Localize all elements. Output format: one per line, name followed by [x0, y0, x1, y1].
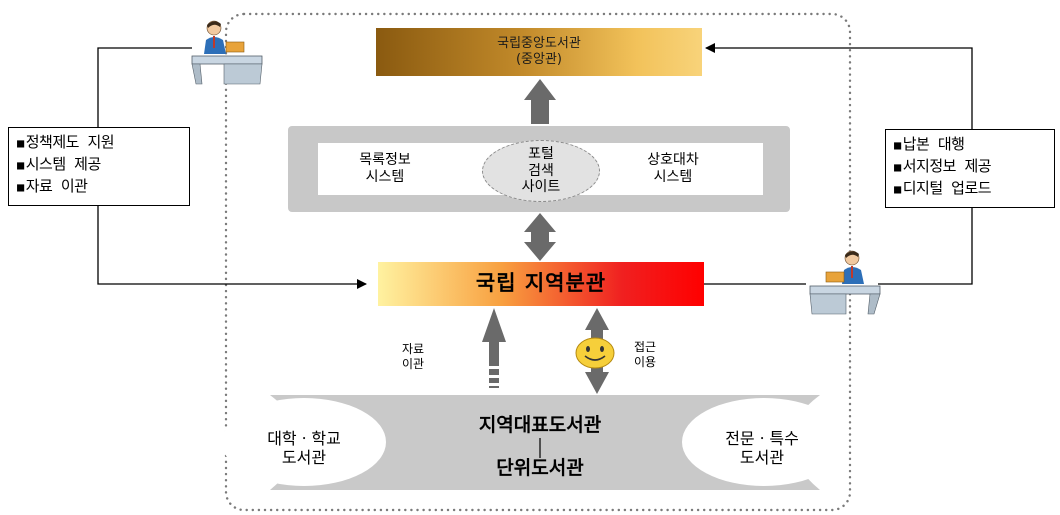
left-support-item: 자료 이관 [17, 176, 189, 198]
access-label-line2: 이용 [633, 355, 657, 369]
reading-person-icon [191, 20, 263, 85]
access-label: 접근 이용 [630, 340, 660, 370]
transfer-arrow-gap-2 [486, 375, 502, 378]
regional-branch-box: 국립 지역분관 [378, 262, 704, 306]
catalog-system-label: 목록정보 시스템 [330, 148, 440, 190]
regional-branch-label: 국립 지역분관 [475, 271, 607, 296]
left-support-item: 정책제도 지원 [17, 132, 189, 154]
catalog-system-line2: 시스템 [365, 169, 405, 185]
transfer-label: 자료 이관 [398, 342, 428, 372]
representative-library-text: 지역대표도서관 [478, 413, 602, 436]
unit-library-text: 단위도서관 [496, 456, 584, 479]
university-school-line2: 도서관 [281, 448, 327, 467]
interlibrary-loan-system-label: 상호대차 시스템 [618, 148, 728, 190]
ill-system-line1: 상호대차 [647, 152, 699, 169]
reading-person-icon [809, 250, 881, 315]
university-library-bubble [222, 398, 386, 486]
university-school-line1: 대학ㆍ학교 [267, 428, 341, 448]
arrow-systems-regional [524, 213, 556, 261]
university-school-library-label: 대학ㆍ학교 도서관 [244, 418, 364, 478]
left-support-box: 정책제도 지원 시스템 제공 자료 이관 [8, 127, 190, 206]
special-library-label: 전문ㆍ특수 도서관 [702, 418, 822, 478]
special-library-line2: 도서관 [739, 448, 785, 467]
right-service-item: 납본 대행 [894, 134, 1054, 156]
central-library-box: 국립중앙도서관 (중앙관) [376, 28, 702, 76]
transfer-arrow-gap-3 [486, 383, 502, 386]
transfer-arrow-gap-1 [486, 366, 502, 369]
catalog-system-line1: 목록정보 [359, 152, 411, 169]
central-library-line1: 국립중앙도서관 [497, 36, 581, 52]
smiley-face-icon [575, 337, 615, 369]
arrow-transfer-up [482, 308, 506, 388]
portal-site-line1: 포털 [528, 145, 554, 162]
local-libraries-base [270, 395, 820, 490]
right-service-item: 서지정보 제공 [894, 156, 1054, 178]
special-library-line1: 전문ㆍ특수 [725, 428, 799, 448]
network-boundary [224, 12, 852, 512]
portal-site-line3: 사이트 [521, 179, 561, 196]
central-library-line2: (중앙관) [515, 52, 563, 67]
left-support-item: 시스템 제공 [17, 154, 189, 176]
portal-site-line2: 검색 [528, 162, 554, 179]
arrow-up-to-central [524, 79, 556, 124]
access-label-line1: 접근 [633, 340, 657, 354]
ill-system-line2: 시스템 [653, 169, 693, 185]
unit-library-label: 단위도서관 [450, 453, 630, 483]
representative-library-label: 지역대표도서관 [430, 410, 650, 440]
right-service-box: 납본 대행 서지정보 제공 디지털 업로드 [885, 129, 1055, 208]
transfer-label-line2: 이관 [401, 357, 425, 371]
right-service-item: 디지털 업로드 [894, 178, 1054, 200]
transfer-label-line1: 자료 [401, 342, 425, 356]
portal-site-ellipse: 포털 검색 사이트 [482, 140, 600, 202]
special-library-bubble [682, 398, 846, 486]
